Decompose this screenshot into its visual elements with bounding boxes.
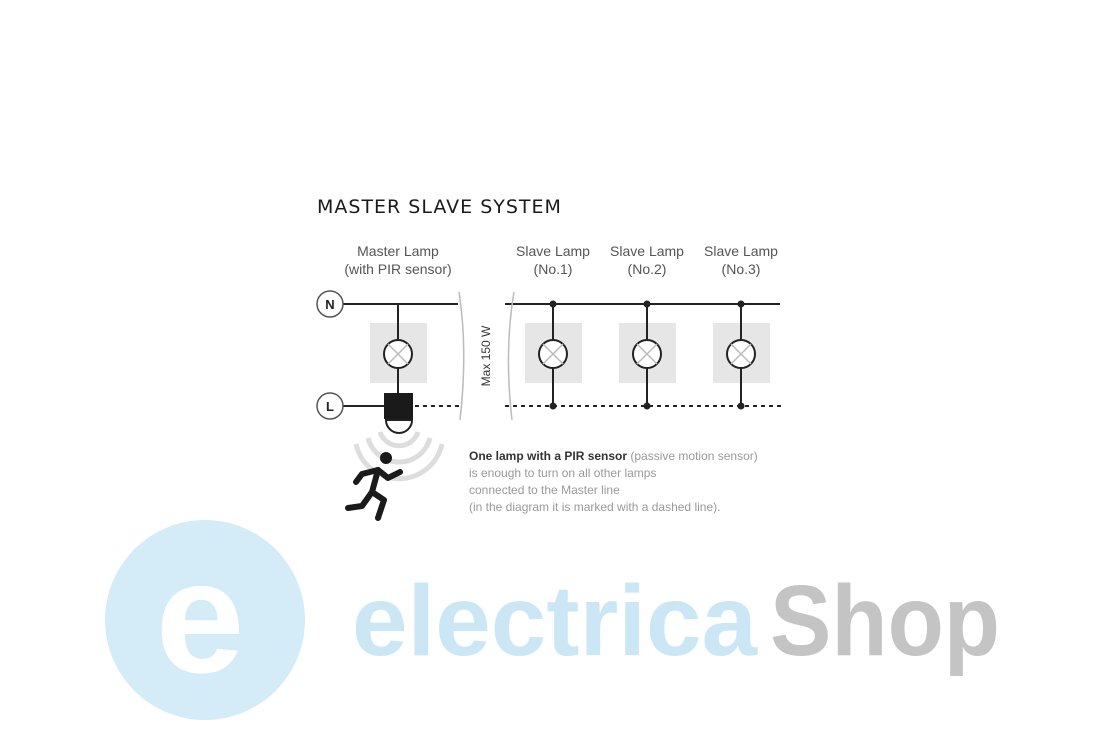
- master-lamp-label: Master Lamp (with PIR sensor): [328, 242, 468, 278]
- running-person-icon: [345, 452, 403, 521]
- lamp-backgrounds: [370, 323, 770, 383]
- slave-lamp-number: (No.1): [533, 261, 573, 277]
- max-power-label: Max 150 W: [479, 325, 493, 386]
- caption-text: One lamp with a PIR sensor (passive moti…: [469, 448, 758, 516]
- slave-lamp-1-label: Slave Lamp (No.1): [508, 242, 598, 278]
- break-mark: [458, 291, 465, 421]
- diagram-title: MASTER SLAVE SYSTEM: [317, 196, 562, 218]
- slave-lamp-name: Slave Lamp: [704, 243, 778, 259]
- caption-line: connected to the Master line: [469, 483, 620, 497]
- slave-lamp-2-label: Slave Lamp (No.2): [602, 242, 692, 278]
- caption-line: (in the diagram it is marked with a dash…: [469, 500, 721, 514]
- terminal-l-label: L: [326, 399, 334, 414]
- slave-lamp-name: Slave Lamp: [610, 243, 684, 259]
- pir-sensor-box: [384, 393, 413, 419]
- caption-bold: One lamp with a PIR sensor: [469, 449, 628, 463]
- break-mark: [507, 291, 515, 421]
- terminal-live-icon: [316, 392, 344, 420]
- terminal-neutral-icon: [316, 290, 344, 318]
- slave-lamp-number: (No.3): [721, 261, 761, 277]
- motion-waves-icon: [353, 431, 445, 482]
- slave-lamp-3-label: Slave Lamp (No.3): [696, 242, 786, 278]
- caption-line: is enough to turn on all other lamps: [469, 466, 657, 480]
- slave-lamp-number: (No.2): [627, 261, 667, 277]
- master-lamp-note: (with PIR sensor): [344, 261, 452, 277]
- caption-note: (passive motion sensor): [627, 449, 758, 463]
- pir-sensor-dome: [384, 419, 414, 434]
- slave-lamp-name: Slave Lamp: [516, 243, 590, 259]
- terminal-n-label: N: [325, 297, 334, 312]
- master-lamp-name: Master Lamp: [357, 243, 439, 259]
